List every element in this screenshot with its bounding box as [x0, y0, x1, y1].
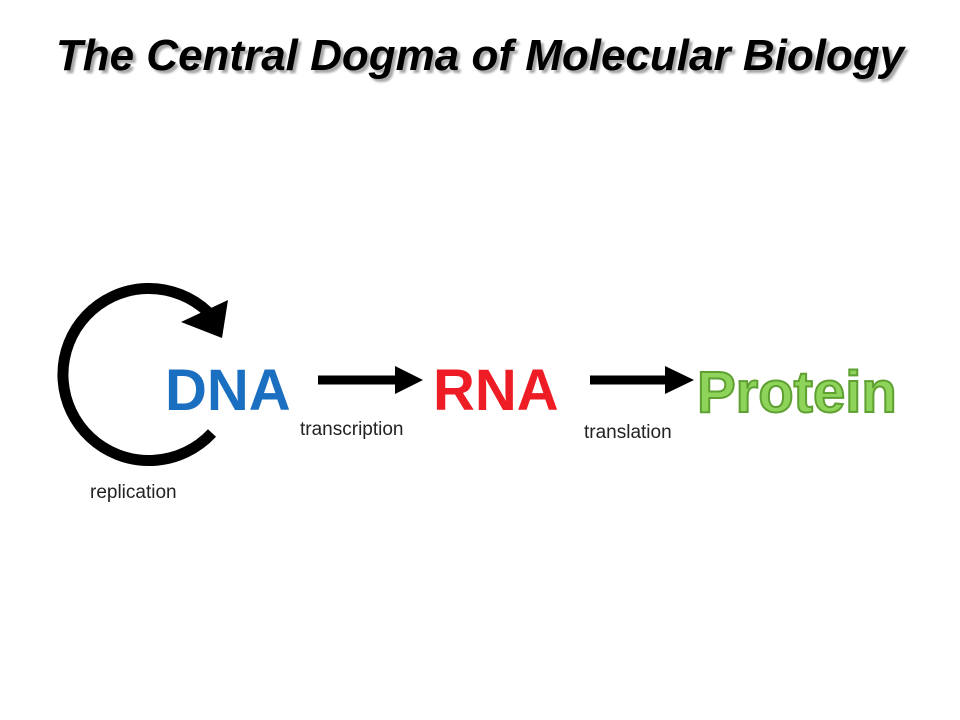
replication-arrow [57, 283, 228, 466]
rna-label: RNA [433, 358, 559, 423]
translation-label: translation [584, 422, 672, 443]
transcription-label: transcription [300, 419, 404, 440]
page-title: The Central Dogma of Molecular Biology [55, 31, 905, 80]
transcription-arrow [318, 366, 423, 394]
dna-label: DNA [165, 358, 291, 423]
replication-label: replication [90, 482, 177, 503]
translation-arrow [590, 366, 694, 394]
protein-label: Protein [696, 360, 898, 425]
